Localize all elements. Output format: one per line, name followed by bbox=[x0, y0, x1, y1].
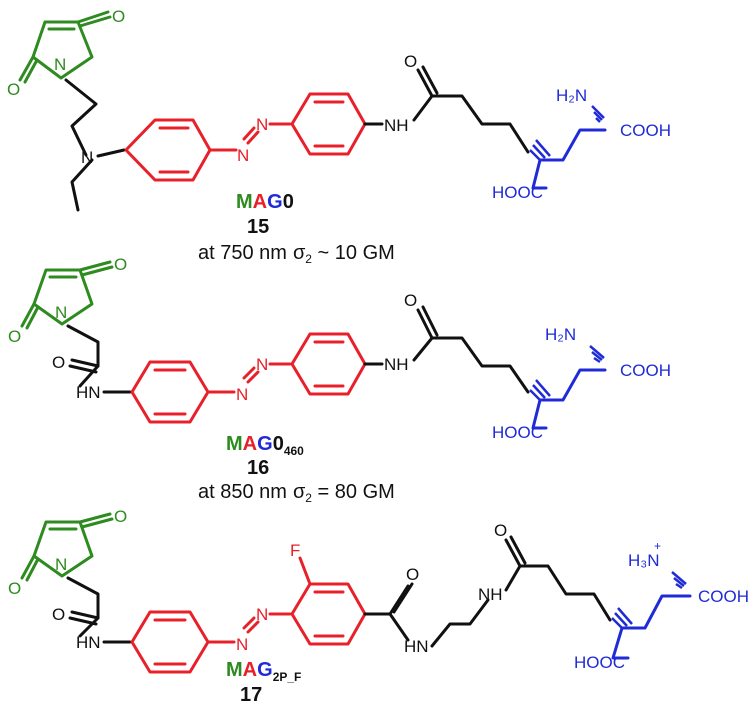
ammonium-label: H₃N bbox=[628, 551, 659, 570]
oxygen-label: O bbox=[52, 353, 65, 372]
glutamate-group: H₃N + COOH HOOC bbox=[574, 539, 749, 672]
glutamate-group: H₂N COOH HOOC bbox=[492, 325, 671, 442]
nitrogen-label: N bbox=[54, 55, 66, 74]
amide-hn-label: HN bbox=[76, 383, 101, 402]
carboxyl-label: HOOC bbox=[574, 653, 625, 672]
compound-number: 16 bbox=[247, 457, 269, 479]
nitrogen-label: N bbox=[256, 605, 268, 624]
carboxyl-label: COOH bbox=[698, 587, 749, 606]
maleimide-group: O O N bbox=[7, 7, 125, 99]
oxygen-label: O bbox=[8, 579, 21, 598]
carboxyl-label: HOOC bbox=[492, 423, 543, 442]
compound-mag0: O O N N N N NH O bbox=[7, 7, 671, 266]
oxygen-label: O bbox=[406, 565, 419, 584]
carboxyl-label: COOH bbox=[620, 361, 671, 380]
oxygen-label: O bbox=[52, 605, 65, 624]
oxygen-label: O bbox=[114, 255, 127, 274]
amine-label: H₂N bbox=[545, 325, 576, 344]
compound-number: 17 bbox=[240, 684, 262, 706]
compound-name: MAG0460 bbox=[226, 433, 304, 458]
nitrogen-label: N bbox=[236, 635, 248, 654]
compound-name: MAG2P_F bbox=[226, 659, 301, 684]
nitrogen-label: N bbox=[81, 148, 93, 167]
glutamate-group: H₂N COOH HOOC bbox=[492, 86, 671, 202]
oxygen-label: O bbox=[114, 507, 127, 526]
compound-mag-2p-f: O O N O HN N N F O HN NH O bbox=[8, 507, 749, 706]
nitrogen-label: N bbox=[55, 555, 67, 574]
compound-number: 15 bbox=[247, 216, 269, 238]
amide-nh-label: NH bbox=[384, 355, 409, 374]
azobenzene-group: N N bbox=[130, 332, 367, 424]
amide-hn-label: HN bbox=[76, 633, 101, 652]
charge-label: + bbox=[654, 539, 661, 553]
oxygen-label: O bbox=[112, 7, 125, 26]
amide-hn-label: HN bbox=[404, 637, 429, 656]
fluorine-label: F bbox=[290, 541, 300, 560]
nitrogen-label: N bbox=[256, 115, 268, 134]
compound-mag0-460: O O N O HN N N NH O bbox=[8, 255, 671, 505]
oxygen-label: O bbox=[7, 80, 20, 99]
nitrogen-label: N bbox=[55, 303, 67, 322]
compound-name: MAG0 bbox=[236, 191, 294, 213]
amide-nh-label: NH bbox=[384, 116, 409, 135]
carboxyl-label: COOH bbox=[620, 121, 671, 140]
carboxyl-label: HOOC bbox=[492, 183, 543, 202]
amide-oxygen-label: O bbox=[494, 521, 507, 540]
maleimide-group: O O N bbox=[8, 507, 127, 598]
amine-label: H₂N bbox=[556, 86, 587, 105]
nitrogen-label: N bbox=[237, 146, 249, 165]
fluoro-azobenzene-group: N N F bbox=[130, 541, 367, 674]
nitrogen-label: N bbox=[236, 385, 248, 404]
nitrogen-label: N bbox=[256, 355, 268, 374]
maleimide-group: O O N bbox=[8, 255, 127, 346]
oxygen-label: O bbox=[8, 327, 21, 346]
amide-nh-label: NH bbox=[478, 585, 503, 604]
amide-oxygen-label: O bbox=[404, 291, 417, 310]
amide-oxygen-label: O bbox=[404, 52, 417, 71]
azobenzene-group: N N bbox=[124, 92, 367, 182]
